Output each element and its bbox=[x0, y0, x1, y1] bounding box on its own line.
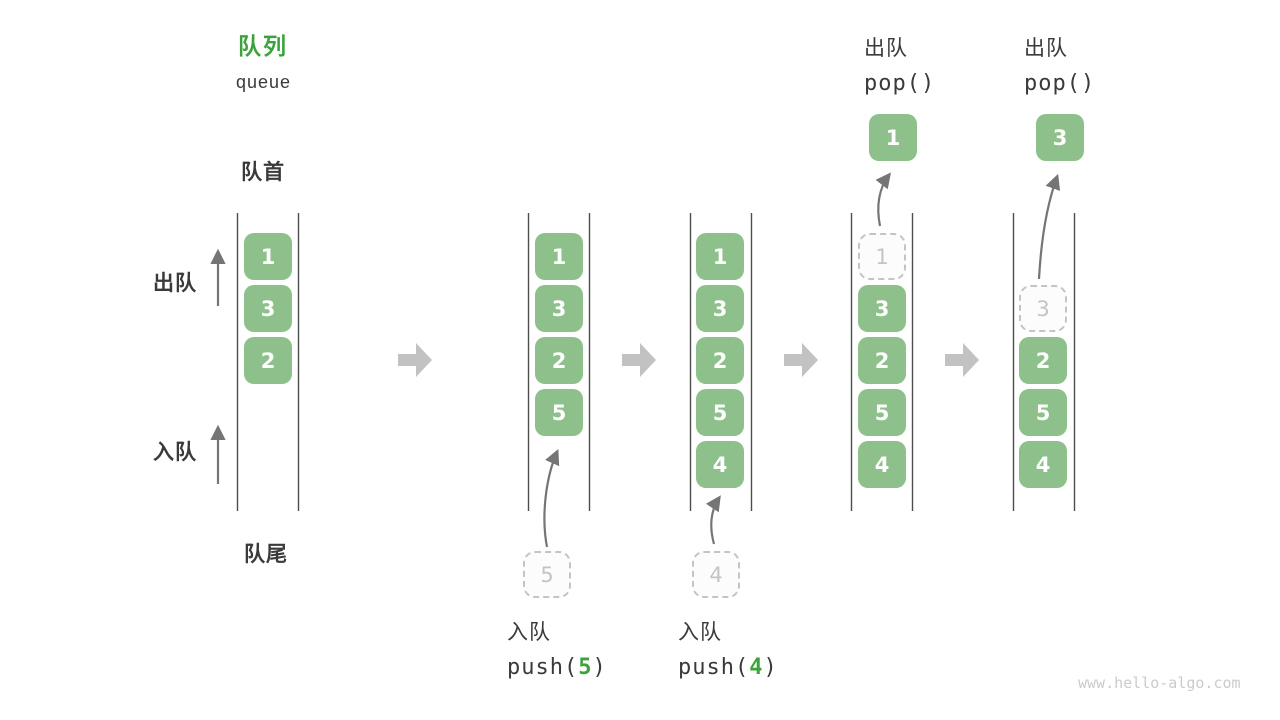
queue-element: 4 bbox=[1019, 441, 1067, 488]
dequeue-side-label: 出队 bbox=[153, 272, 197, 295]
push4-operation-code: push(4) bbox=[678, 655, 778, 680]
code-text: ) bbox=[763, 655, 778, 680]
queue-element: 1 bbox=[696, 233, 744, 280]
removed-element-ghost: 3 bbox=[1019, 285, 1067, 332]
queue-element: 2 bbox=[1019, 337, 1067, 384]
code-text: push( bbox=[678, 655, 750, 680]
queue-element: 3 bbox=[858, 285, 906, 332]
pop1-operation-code: pop() bbox=[864, 71, 936, 96]
queue-element: 5 bbox=[696, 389, 744, 436]
code-text: push( bbox=[507, 655, 579, 680]
queue-element: 2 bbox=[535, 337, 583, 384]
step-arrow-2-icon bbox=[622, 343, 656, 377]
pop2-operation-label: 出队 pop() bbox=[1024, 32, 1095, 96]
push5-operation-name: 入队 bbox=[507, 621, 551, 644]
removed-element-ghost: 1 bbox=[858, 233, 906, 280]
queue-element: 2 bbox=[696, 337, 744, 384]
step-arrow-1-icon bbox=[398, 343, 432, 377]
pop2-operation-name: 出队 bbox=[1024, 37, 1068, 60]
incoming-element-ghost: 5 bbox=[523, 551, 571, 598]
queue-element: 5 bbox=[1019, 389, 1067, 436]
pop1-operation-name: 出队 bbox=[864, 37, 908, 60]
figure-subtitle: queue bbox=[236, 72, 292, 92]
enqueue-side-label: 入队 bbox=[153, 441, 197, 464]
step-arrow-3-icon bbox=[784, 343, 818, 377]
queue-element: 4 bbox=[858, 441, 906, 488]
queue-element: 1 bbox=[244, 233, 292, 280]
pop2-operation-code: pop() bbox=[1024, 71, 1096, 96]
code-arg: 4 bbox=[749, 655, 764, 680]
push4-operation-name: 入队 bbox=[678, 621, 722, 644]
incoming-element-ghost: 4 bbox=[692, 551, 740, 598]
pop1-operation-label: 出队 pop() bbox=[864, 32, 935, 96]
figure-title: 队列 bbox=[238, 33, 288, 59]
queue-element: 2 bbox=[244, 337, 292, 384]
popped-element: 1 bbox=[869, 114, 917, 161]
pop2-curved-arrow-icon bbox=[1037, 173, 1061, 280]
push4-operation-label: 入队 push(4) bbox=[678, 616, 778, 680]
queue-element: 3 bbox=[244, 285, 292, 332]
code-text: ) bbox=[592, 655, 607, 680]
pop1-curved-arrow-icon bbox=[875, 172, 892, 227]
queue-front-label: 队首 bbox=[241, 161, 285, 184]
queue-element: 5 bbox=[858, 389, 906, 436]
step-arrow-4-icon bbox=[945, 343, 979, 377]
push5-curved-arrow-icon bbox=[543, 448, 560, 548]
watermark: www.hello-algo.com bbox=[1078, 674, 1241, 692]
popped-element: 3 bbox=[1036, 114, 1084, 161]
push5-operation-label: 入队 push(5) bbox=[507, 616, 607, 680]
queue-rear-label: 队尾 bbox=[244, 543, 288, 566]
push4-curved-arrow-icon bbox=[705, 495, 721, 545]
code-arg: 5 bbox=[578, 655, 593, 680]
queue-element: 5 bbox=[535, 389, 583, 436]
queue-element: 3 bbox=[696, 285, 744, 332]
queue-element: 4 bbox=[696, 441, 744, 488]
queue-element: 2 bbox=[858, 337, 906, 384]
queue-element: 3 bbox=[535, 285, 583, 332]
queue-element: 1 bbox=[535, 233, 583, 280]
push5-operation-code: push(5) bbox=[507, 655, 607, 680]
